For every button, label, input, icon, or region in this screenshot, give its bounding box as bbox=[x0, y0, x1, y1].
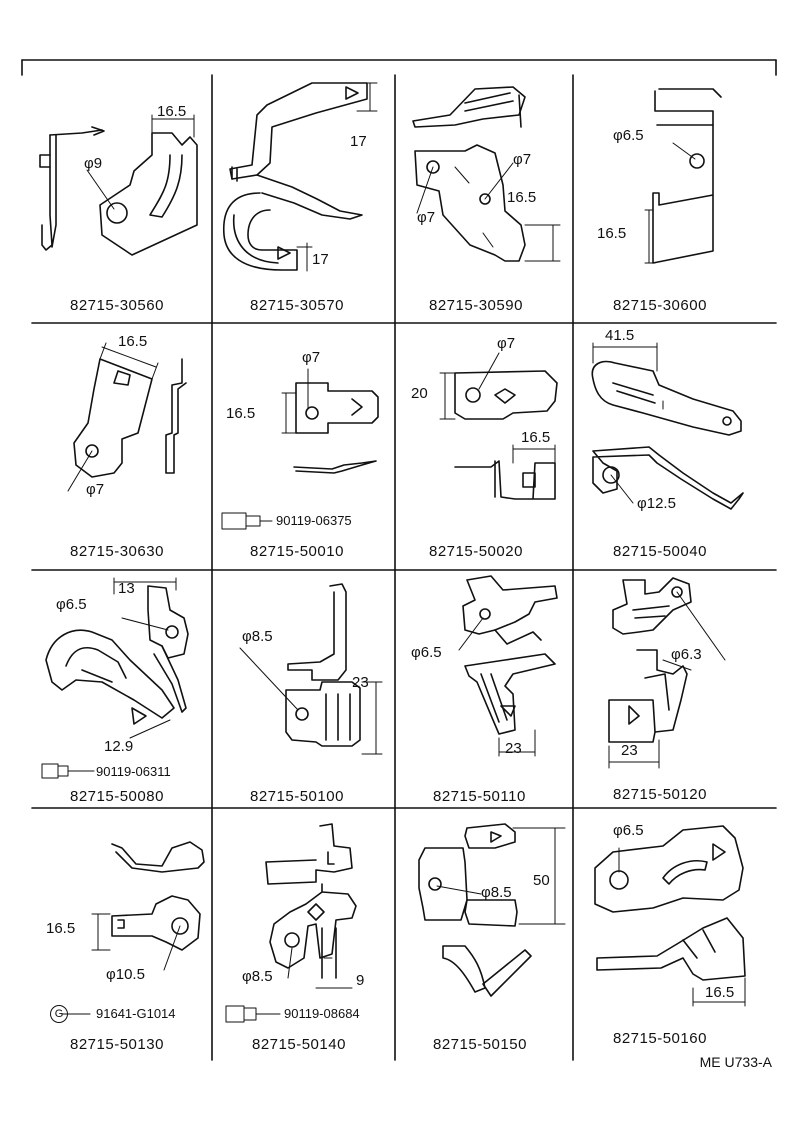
cell-82715-50130: 16.5 φ10.5 G 91641-G1014 82715-50130 bbox=[22, 808, 212, 1060]
cell-82715-50120: φ6.3 23 82715-50120 bbox=[573, 570, 776, 808]
dim-hole-diameter: φ6.3 bbox=[671, 646, 702, 663]
dim-hole-diameter: φ7 bbox=[302, 349, 321, 366]
dim-hole-diameter-left: φ7 bbox=[417, 209, 436, 226]
dim-width: 41.5 bbox=[605, 327, 635, 344]
bracket-50130-drawing bbox=[61, 841, 205, 1015]
dim-hole-diameter: φ8.5 bbox=[481, 884, 512, 901]
part-number: 82715-50130 bbox=[70, 1036, 164, 1053]
cell-82715-50110: φ6.5 23 82715-50110 bbox=[395, 570, 573, 808]
dim-hole-diameter: φ8.5 bbox=[242, 628, 273, 645]
dim-hole-diameter: φ6.5 bbox=[56, 596, 87, 613]
dim-hole-diameter: φ12.5 bbox=[637, 495, 676, 512]
dim-height: 16.5 bbox=[597, 225, 627, 242]
dim-height: 16.5 bbox=[46, 920, 76, 937]
dim-width: 23 bbox=[505, 740, 522, 757]
part-number: 82715-50110 bbox=[433, 788, 526, 805]
bolt-number: 90119-06375 bbox=[276, 513, 352, 528]
bracket-50110-drawing bbox=[458, 575, 558, 757]
cell-82715-30590: φ7 φ7 16.5 82715-30590 bbox=[395, 75, 573, 323]
cell-82715-50150: φ8.5 50 82715-50150 bbox=[395, 808, 573, 1060]
part-number: 82715-30590 bbox=[429, 297, 523, 314]
dim-width: 16.5 bbox=[521, 429, 551, 446]
bolt-number: 90119-06311 bbox=[96, 764, 171, 779]
bolt-mark: G bbox=[50, 1005, 68, 1023]
dim-width: 16.5 bbox=[157, 103, 187, 120]
bracket-50100-drawing bbox=[239, 583, 383, 755]
dim-hole-diameter: φ7 bbox=[86, 481, 105, 498]
dim-hole-diameter: φ8.5 bbox=[242, 968, 273, 985]
bolt-mark-label: G bbox=[54, 1008, 64, 1020]
bolt-number: 91641-G1014 bbox=[96, 1006, 176, 1021]
dim-width: 16.5 bbox=[705, 984, 735, 1001]
dim-hole-diameter: φ9 bbox=[84, 155, 103, 172]
dim-height-bottom: 17 bbox=[312, 251, 329, 268]
part-number: 82715-50020 bbox=[429, 543, 523, 560]
bracket-50080-drawing bbox=[41, 577, 189, 779]
dim-height: 23 bbox=[352, 674, 369, 691]
dim-height-top: 17 bbox=[350, 133, 367, 150]
bracket-50040-drawing bbox=[591, 342, 744, 510]
bracket-50140-drawing bbox=[225, 823, 357, 1023]
dim-width: 16.5 bbox=[118, 333, 148, 350]
dim-height: 50 bbox=[533, 872, 550, 889]
dim-length: 12.9 bbox=[104, 738, 134, 755]
bracket-50010-drawing bbox=[221, 368, 379, 530]
diagram-reference: ME U733-A bbox=[699, 1054, 772, 1070]
cell-82715-30630: 16.5 φ7 82715-30630 bbox=[22, 323, 212, 570]
bolt-number: 90119-08684 bbox=[284, 1006, 360, 1021]
bracket-50150-drawing bbox=[418, 823, 566, 997]
part-number: 82715-50010 bbox=[250, 543, 344, 560]
dim-width: 23 bbox=[621, 742, 638, 759]
part-number: 82715-50080 bbox=[70, 788, 164, 805]
dim-hole-diameter: φ7 bbox=[497, 335, 516, 352]
dim-hole-diameter: φ6.5 bbox=[613, 127, 644, 144]
dim-hole-diameter: φ10.5 bbox=[106, 966, 145, 983]
cell-82715-30600: φ6.5 16.5 82715-30600 bbox=[573, 75, 776, 323]
part-number: 82715-50160 bbox=[613, 1030, 707, 1047]
bracket-30560-drawing bbox=[39, 114, 198, 256]
part-number: 82715-50140 bbox=[252, 1036, 346, 1053]
dim-hole-diameter: φ6.5 bbox=[411, 644, 442, 661]
part-number: 82715-50150 bbox=[433, 1036, 527, 1053]
part-number: 82715-50040 bbox=[613, 543, 707, 560]
bracket-50160-drawing bbox=[594, 825, 746, 1007]
bracket-30630-drawing bbox=[67, 342, 187, 492]
cell-82715-50160: φ6.5 16.5 82715-50160 bbox=[573, 808, 776, 1060]
cell-82715-50040: 41.5 φ12.5 82715-50040 bbox=[573, 323, 776, 570]
part-number: 82715-30630 bbox=[70, 543, 164, 560]
cell-82715-30560: 16.5 φ9 82715-30560 bbox=[22, 75, 212, 323]
cell-82715-50080: 13 φ6.5 12.9 90119-06311 82715-50080 bbox=[22, 570, 212, 808]
part-number: 82715-50100 bbox=[250, 788, 344, 805]
cell-82715-50010: φ7 16.5 90119-06375 82715-50010 bbox=[212, 323, 395, 570]
dim-hole-diameter: φ6.5 bbox=[613, 822, 644, 839]
part-number: 82715-30600 bbox=[613, 297, 707, 314]
part-number: 82715-30560 bbox=[70, 297, 164, 314]
dim-height: 20 bbox=[411, 385, 428, 402]
dim-width: 13 bbox=[118, 580, 135, 597]
bracket-30600-drawing bbox=[644, 88, 722, 264]
cell-82715-50100: φ8.5 23 82715-50100 bbox=[212, 570, 395, 808]
bracket-30570-drawing bbox=[222, 82, 378, 272]
dim-hole-diameter-top: φ7 bbox=[513, 151, 532, 168]
dim-height: 16.5 bbox=[226, 405, 256, 422]
cell-82715-50140: φ8.5 9 90119-08684 82715-50140 bbox=[212, 808, 395, 1060]
part-number: 82715-50120 bbox=[613, 786, 707, 803]
cell-82715-50020: φ7 20 16.5 82715-50020 bbox=[395, 323, 573, 570]
bracket-30590-drawing bbox=[412, 86, 561, 262]
cell-82715-30570: 17 17 82715-30570 bbox=[212, 75, 395, 323]
dim-height: 16.5 bbox=[507, 189, 537, 206]
part-number: 82715-30570 bbox=[250, 297, 344, 314]
bracket-50120-drawing bbox=[608, 577, 726, 769]
bracket-50020-drawing bbox=[439, 352, 558, 500]
dim-width: 9 bbox=[356, 972, 365, 989]
